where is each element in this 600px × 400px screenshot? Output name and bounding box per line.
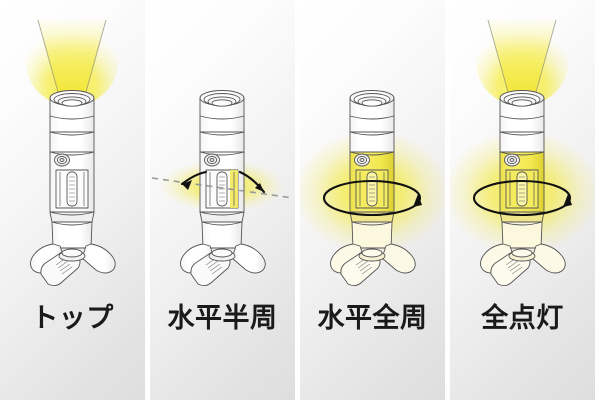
panel-label-all-on: 全点灯	[481, 303, 564, 333]
half-rotation-indicator	[151, 170, 294, 199]
full-rotation-indicator	[472, 179, 572, 217]
power-button-icon	[54, 153, 70, 167]
power-button-icon	[204, 153, 220, 167]
flashlight-body	[30, 90, 116, 287]
full-rotation-indicator	[322, 179, 422, 217]
panel-all-on: 全点灯	[450, 0, 595, 400]
panel-separator-3	[445, 0, 450, 400]
side-led-panel	[55, 169, 89, 209]
side-led-panel-lit-full	[505, 169, 539, 209]
panel-horizontal-half: 水平半周	[150, 0, 295, 400]
tripod-legs	[180, 243, 266, 287]
tripod-legs	[30, 243, 116, 287]
flashlight-illustration-horizontal-half	[151, 90, 294, 287]
panel-label-top: トップ	[31, 303, 114, 333]
panel-separator-1	[145, 0, 150, 400]
tripod-legs	[330, 243, 416, 287]
flashlight-body	[480, 90, 566, 287]
top-beam-glow	[26, 18, 118, 106]
panel-top: トップ	[0, 0, 145, 400]
panel-horizontal-full: 水平全周	[300, 0, 445, 400]
power-button-icon	[504, 153, 520, 167]
power-button-icon	[354, 153, 370, 167]
flashlight-illustration-top	[26, 18, 118, 287]
flashlight-illustration-horizontal-full	[300, 90, 445, 287]
tripod-legs	[480, 243, 566, 287]
flashlight-body	[180, 90, 266, 287]
flashlight-illustration-all-on	[450, 18, 595, 287]
flashlight-body	[330, 90, 416, 287]
side-led-panel-lit-full	[355, 169, 389, 209]
panel-separator-2	[295, 0, 300, 400]
top-beam-glow	[476, 18, 568, 106]
panel-label-horizontal-half: 水平半周	[167, 303, 278, 333]
panel-label-horizontal-full: 水平全周	[317, 303, 428, 333]
